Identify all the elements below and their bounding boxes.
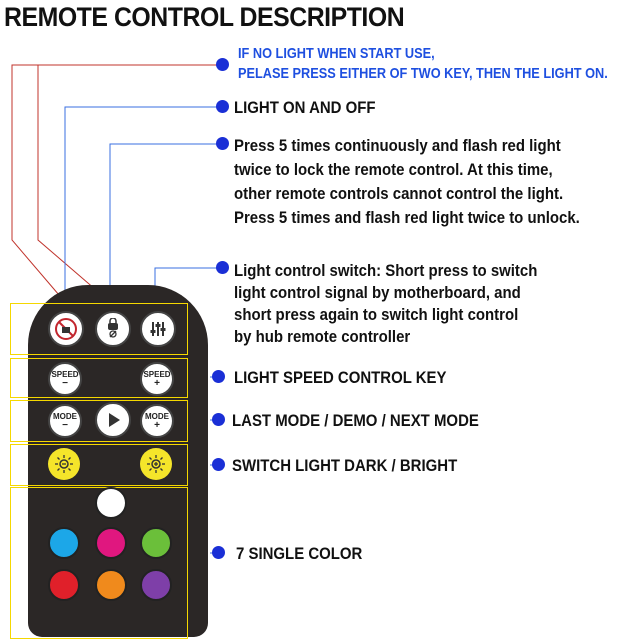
switch-desc-line: by hub remote controller	[234, 325, 410, 348]
lock-button[interactable]	[95, 311, 131, 347]
power-button[interactable]	[48, 311, 84, 347]
sun-minus-icon	[53, 453, 75, 475]
speed-label: LIGHT SPEED CONTROL KEY	[234, 366, 447, 389]
switch-desc-line: Light control switch: Short press to swi…	[234, 259, 537, 282]
lock-desc-line: other remote controls cannot control the…	[234, 182, 563, 205]
callout-dot	[216, 137, 229, 150]
callout-dot	[212, 370, 225, 383]
on-off-label: LIGHT ON AND OFF	[234, 96, 376, 119]
color-button-purple[interactable]	[140, 569, 172, 601]
bright-button[interactable]	[140, 448, 172, 480]
callout-dot	[216, 100, 229, 113]
callout-dot	[212, 413, 225, 426]
power-lock-icon	[54, 317, 78, 341]
color-button-orange[interactable]	[95, 569, 127, 601]
lock-icon	[102, 318, 124, 340]
no-light-note-line2: PELASE PRESS EITHER OF TWO KEY, THEN THE…	[238, 64, 608, 83]
color-button-magenta[interactable]	[95, 527, 127, 559]
lock-desc-line: twice to lock the remote control. At thi…	[234, 158, 553, 181]
lock-desc-line: Press 5 times and flash red light twice …	[234, 206, 580, 229]
plus-sign: +	[154, 421, 160, 430]
mode-prev-button[interactable]: MODE −	[48, 404, 82, 438]
speed-up-button[interactable]: SPEED +	[140, 362, 174, 396]
lock-desc-line: Press 5 times continuously and flash red…	[234, 134, 561, 157]
minus-sign: −	[62, 379, 68, 388]
color-button-green[interactable]	[140, 527, 172, 559]
colors-label: 7 SINGLE COLOR	[236, 542, 362, 565]
control-switch-button[interactable]	[140, 311, 176, 347]
demo-button[interactable]	[95, 402, 131, 438]
brightness-label: SWITCH LIGHT DARK / BRIGHT	[232, 454, 457, 477]
plus-sign: +	[154, 379, 160, 388]
no-light-note-line1: IF NO LIGHT WHEN START USE,	[238, 44, 435, 63]
callout-dot	[212, 458, 225, 471]
mode-label: LAST MODE / DEMO / NEXT MODE	[232, 409, 479, 432]
sliders-icon	[147, 318, 169, 340]
callout-dot	[216, 58, 229, 71]
dim-button[interactable]	[48, 448, 80, 480]
switch-desc-line: short press again to switch light contro…	[234, 303, 518, 326]
mode-next-button[interactable]: MODE +	[140, 404, 174, 438]
play-icon	[103, 410, 123, 430]
speed-down-button[interactable]: SPEED −	[48, 362, 82, 396]
color-button-blue[interactable]	[48, 527, 80, 559]
sun-plus-icon	[145, 453, 167, 475]
callout-dot	[212, 546, 225, 559]
minus-sign: −	[62, 421, 68, 430]
color-button-red[interactable]	[48, 569, 80, 601]
color-button-white[interactable]	[95, 487, 127, 519]
callout-dot	[216, 261, 229, 274]
remote-control: SPEED − SPEED + MODE − MODE +	[28, 285, 208, 637]
switch-desc-line: light control signal by motherboard, and	[234, 281, 521, 304]
